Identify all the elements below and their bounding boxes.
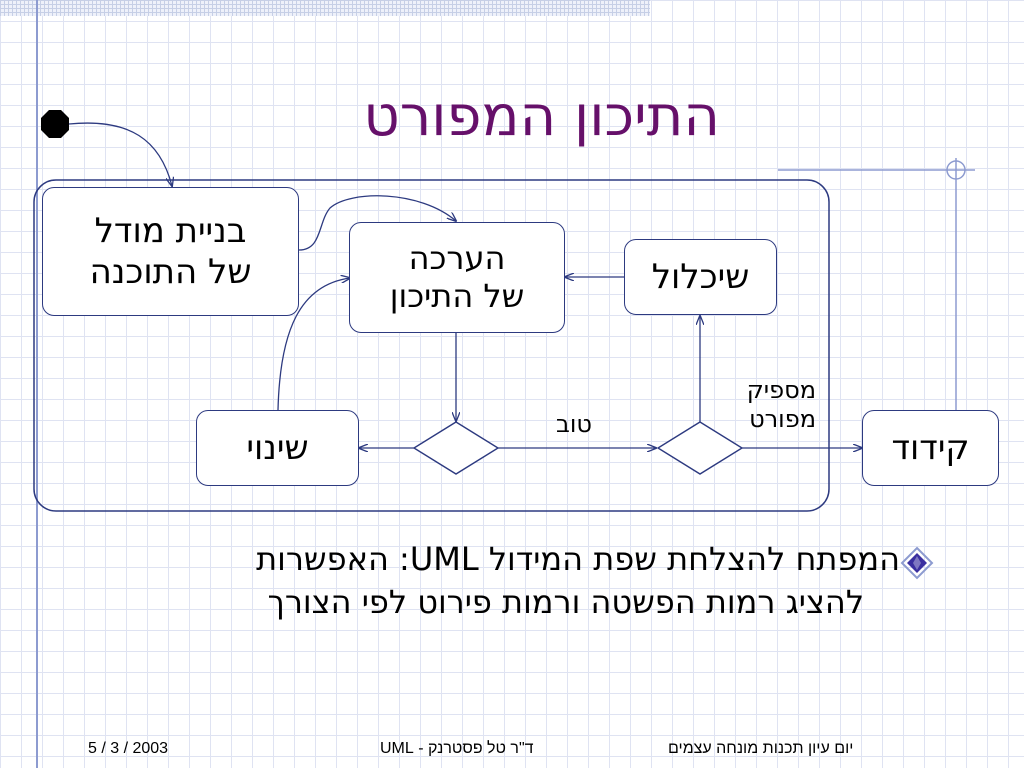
initial-state-octagon — [41, 110, 69, 138]
state-evaluation-line2: של התיכון — [389, 276, 525, 315]
state-coding-label: קידוד — [891, 427, 970, 468]
state-refinement-label: שיכלול — [651, 256, 750, 297]
bullet-point: המפתח להצלחת שפת המידול UML: האפשרות להצ… — [60, 538, 900, 623]
state-design-evaluation: הערכה של התיכון — [349, 222, 565, 333]
state-coding: קידוד — [862, 410, 999, 486]
footer-author: ד"ר טל פסטרנק - UML — [380, 740, 534, 757]
state-change-label: שינוי — [246, 427, 309, 468]
edge-change-to-evaluation — [277, 278, 350, 411]
edge-label-detailed-enough: מספיק מפורט — [724, 376, 816, 434]
state-change: שינוי — [196, 410, 359, 486]
edge-label-good: טוב — [556, 410, 592, 438]
state-model-line1: בניית מודל — [94, 211, 247, 252]
top-decorative-band — [0, 0, 650, 16]
superstate-frame — [33, 179, 830, 512]
decision-diamond-good — [412, 421, 500, 475]
state-evaluation-line1: הערכה — [408, 238, 506, 277]
decision-diamond-detailed — [656, 421, 744, 475]
edge-model-to-evaluation — [298, 195, 456, 251]
edge-initial-to-model — [68, 122, 172, 186]
footer-event: יום עיון תכנות מונחה עצמים — [668, 740, 854, 757]
edge-label-detailed-line2: מפורט — [749, 404, 816, 433]
state-model-line2: של התוכנה — [89, 251, 252, 292]
edge-label-detailed-line1: מספיק — [746, 376, 816, 404]
left-vertical-line — [36, 0, 38, 768]
slide-title: התיכון המפורט — [363, 84, 720, 149]
footer-date: 5 / 3 / 2003 — [88, 740, 169, 757]
diamond-bullet-icon — [900, 546, 934, 580]
state-model-building: בניית מודל של התוכנה — [42, 187, 299, 316]
state-refinement: שיכלול — [624, 239, 777, 315]
bullet-line-2: להציג רמות הפשטה ורמות פירוט לפי הצורך — [267, 582, 864, 621]
bullet-line-1: המפתח להצלחת שפת המידול UML: האפשרות — [256, 540, 900, 578]
